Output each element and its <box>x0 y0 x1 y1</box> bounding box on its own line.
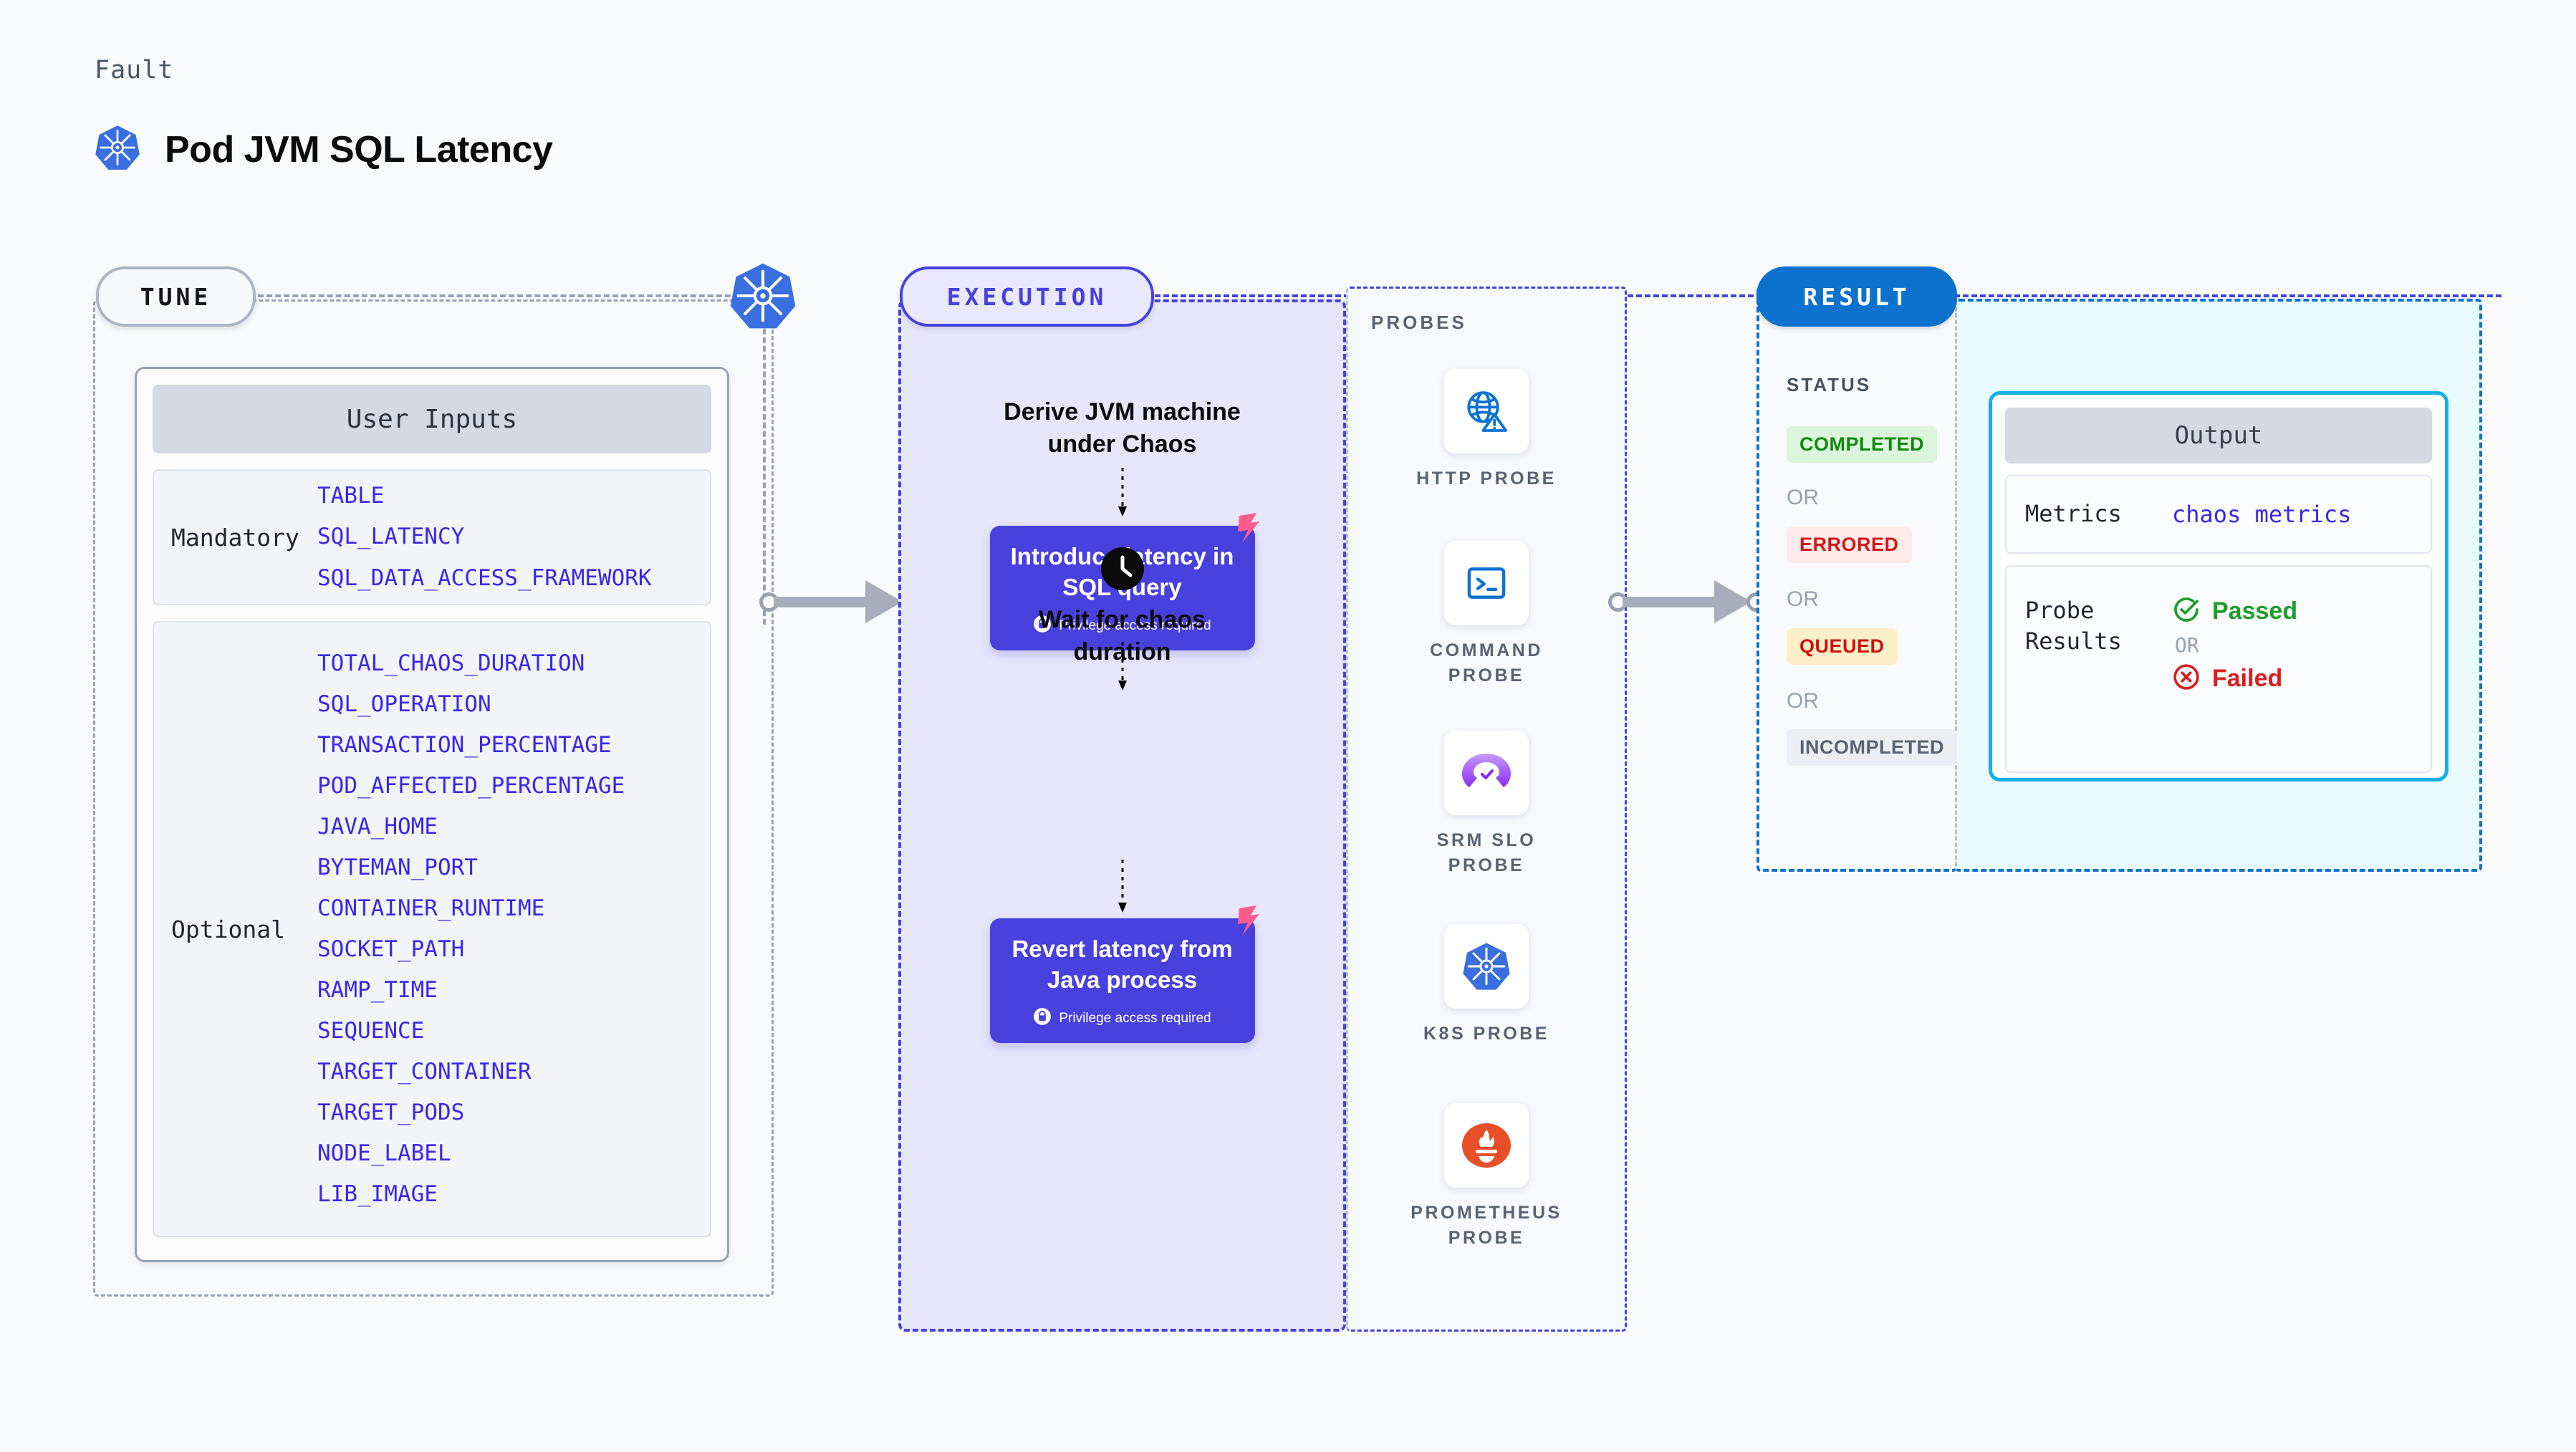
probe-k8s[interactable]: K8S PROBE <box>1346 924 1627 1047</box>
probe-label: COMMAND PROBE <box>1430 640 1543 686</box>
connector-arrow-tune-to-execution <box>759 573 917 630</box>
param-item[interactable]: BYTEMAN_PORT <box>317 854 478 880</box>
srm-slo-icon <box>1444 731 1529 815</box>
status-badge-queued: QUEUED <box>1787 628 1898 665</box>
passed-label: Passed <box>2212 597 2298 625</box>
probe-result-passed: Passed <box>2172 595 2297 628</box>
x-circle-icon <box>2172 663 2201 695</box>
probe-command[interactable]: COMMAND PROBE <box>1346 541 1627 688</box>
flow-arrow-icon <box>1117 468 1128 523</box>
param-item[interactable]: TRANSACTION_PERCENTAGE <box>317 731 612 758</box>
result-badge[interactable]: RESULT <box>1756 266 1957 327</box>
action-label: Revert latency from Java process <box>1011 936 1233 993</box>
user-inputs-title: User Inputs <box>153 385 711 453</box>
privilege-text: Privilege access required <box>1059 617 1211 633</box>
user-inputs-card: User Inputs Mandatory TABLE SQL_LATENCY … <box>135 367 729 1262</box>
output-row-metrics: Metrics chaos metrics <box>2005 475 2432 554</box>
group-kind-label: Optional <box>171 915 285 943</box>
param-item[interactable]: NODE_LABEL <box>317 1140 451 1167</box>
param-item[interactable]: TABLE <box>317 483 385 509</box>
execution-content: Derive JVM machine under Chaos Introduce… <box>898 299 1346 1332</box>
group-kind-label: Mandatory <box>171 523 299 552</box>
status-or-label: OR <box>1787 587 1819 611</box>
kubernetes-icon <box>93 123 142 176</box>
status-or-label: OR <box>1787 486 1819 509</box>
param-item[interactable]: RAMP_TIME <box>317 977 438 1004</box>
execution-action-introduce-latency[interactable]: Introduce latency in SQL query Privilege… <box>989 513 1259 650</box>
connector-arrow-execution-to-result <box>1608 573 1766 630</box>
privilege-note: Privilege access required <box>1033 1007 1211 1030</box>
param-item[interactable]: JAVA_HOME <box>317 813 438 840</box>
flow-arrow-icon <box>1117 642 1128 697</box>
probe-srm-slo[interactable]: SRM SLO PROBE <box>1346 731 1627 878</box>
execution-panel <box>898 299 1346 1332</box>
probe-label: PROMETHEUS PROBE <box>1410 1203 1562 1248</box>
failed-label: Failed <box>2212 665 2283 692</box>
tune-connector-down <box>763 320 766 625</box>
status-or-label: OR <box>1787 689 1819 713</box>
output-title: Output <box>2005 408 2432 463</box>
probe-results-key: Probe Results <box>2025 597 2122 655</box>
status-badge-errored: ERRORED <box>1787 527 1912 563</box>
param-item[interactable]: TARGET_PODS <box>317 1100 465 1126</box>
probe-or-label: OR <box>2175 633 2199 657</box>
page-title: Pod JVM SQL Latency <box>93 123 553 176</box>
execution-step-derive: Derive JVM machine under Chaos <box>1004 398 1241 458</box>
execution-action-revert-latency[interactable]: Revert latency from Java process Privile… <box>989 905 1259 1043</box>
param-item[interactable]: SQL_LATENCY <box>317 524 465 550</box>
probe-results-values: Passed OR Failed <box>2172 595 2297 695</box>
metrics-value[interactable]: chaos metrics <box>2172 501 2352 528</box>
page-title-text: Pod JVM SQL Latency <box>165 128 553 170</box>
execution-step-wait: Wait for chaos duration <box>1039 606 1206 665</box>
kubernetes-icon <box>1444 924 1529 1009</box>
kubernetes-icon <box>727 260 799 335</box>
clock-icon <box>1100 546 1145 595</box>
prometheus-icon <box>1444 1103 1529 1188</box>
optional-param-list: TOTAL_CHAOS_DURATION SQL_OPERATION TRANS… <box>317 643 625 1215</box>
param-item[interactable]: SEQUENCE <box>317 1018 425 1044</box>
tune-panel <box>93 299 774 1297</box>
fault-kicker: Fault <box>95 56 174 85</box>
privilege-text: Privilege access required <box>1059 1010 1211 1026</box>
param-item[interactable]: POD_AFFECTED_PERCENTAGE <box>317 772 625 799</box>
param-item[interactable]: SOCKET_PATH <box>317 936 465 962</box>
harness-logo-icon <box>1235 511 1271 549</box>
param-item[interactable]: TARGET_CONTAINER <box>317 1059 532 1085</box>
action-label: Introduce latency in SQL query <box>1010 543 1234 600</box>
probe-label: K8S PROBE <box>1423 1024 1549 1044</box>
param-item[interactable]: TOTAL_CHAOS_DURATION <box>317 650 585 676</box>
optional-params-group: Optional TOTAL_CHAOS_DURATION SQL_OPERAT… <box>153 621 711 1237</box>
terminal-icon <box>1444 541 1529 625</box>
status-badge-completed: COMPLETED <box>1787 426 1938 463</box>
status-badge-incompleted: INCOMPLETED <box>1787 729 1958 766</box>
probe-prometheus[interactable]: PROMETHEUS PROBE <box>1346 1103 1627 1250</box>
result-status-panel <box>1756 287 1957 872</box>
execution-badge[interactable]: EXECUTION <box>900 266 1154 327</box>
mandatory-param-list: TABLE SQL_LATENCY SQL_DATA_ACCESS_FRAMEW… <box>317 476 652 598</box>
param-item[interactable]: SQL_OPERATION <box>317 691 491 717</box>
lock-icon <box>1033 1007 1052 1030</box>
globe-warning-icon <box>1444 369 1529 453</box>
probe-label: HTTP PROBE <box>1416 468 1557 489</box>
lock-icon <box>1033 615 1052 638</box>
probe-result-failed: Failed <box>2172 663 2297 695</box>
probe-http[interactable]: HTTP PROBE <box>1346 369 1627 491</box>
flow-arrow-icon <box>1117 860 1128 919</box>
param-item[interactable]: LIB_IMAGE <box>317 1181 438 1208</box>
output-row-probe-results: Probe Results Passed OR <box>2005 565 2432 773</box>
output-card: Output Metrics chaos metrics Probe Resul… <box>1989 391 2448 782</box>
probes-title: PROBES <box>1371 312 1467 333</box>
mandatory-params-group: Mandatory TABLE SQL_LATENCY SQL_DATA_ACC… <box>153 469 711 605</box>
param-item[interactable]: CONTAINER_RUNTIME <box>317 895 545 921</box>
tune-badge[interactable]: TUNE <box>96 266 256 327</box>
check-circle-icon <box>2172 595 2201 628</box>
metrics-key: Metrics <box>2025 500 2122 528</box>
probe-label: SRM SLO PROBE <box>1436 830 1537 875</box>
privilege-note: Privilege access required <box>1033 615 1211 638</box>
tune-connector-line <box>258 294 739 297</box>
param-item[interactable]: SQL_DATA_ACCESS_FRAMEWORK <box>317 564 652 591</box>
status-title: STATUS <box>1787 374 1872 395</box>
harness-logo-icon <box>1235 904 1271 942</box>
